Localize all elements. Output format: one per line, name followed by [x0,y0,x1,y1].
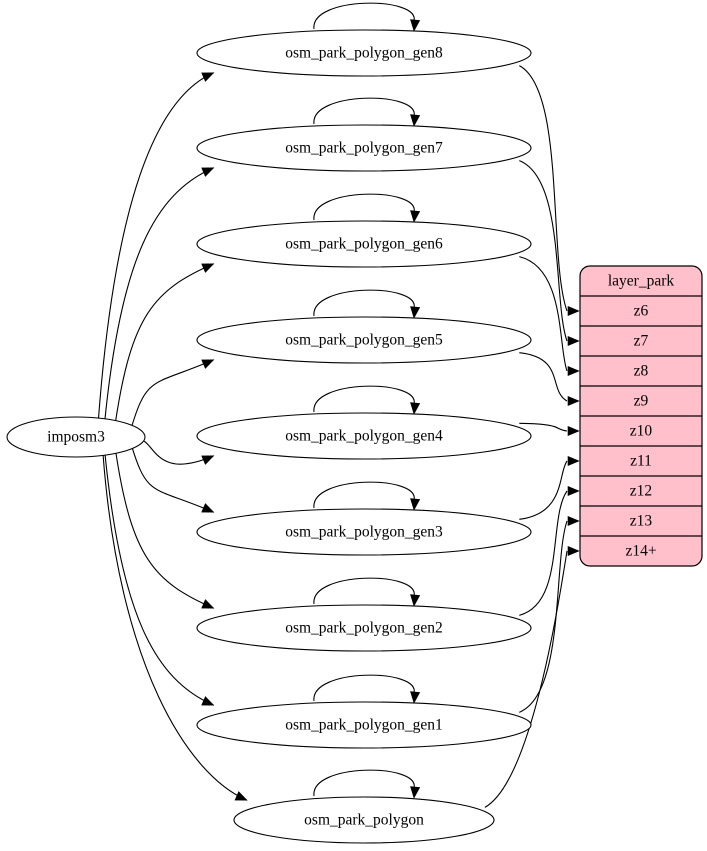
edge-osm_park_polygon_gen8-to-z6 [519,65,568,312]
self-loop-edge-osm_park_polygon [313,769,415,797]
edge-arrowhead [567,545,580,557]
node-label-osm_park_polygon_gen2: osm_park_polygon_gen2 [285,620,443,637]
node-osm_park_polygon_gen4[interactable]: osm_park_polygon_gen4 [196,412,532,460]
edge-arrowhead [567,455,580,467]
self-loop-edge-osm_park_polygon_gen5 [313,289,415,317]
edge-arrowhead [567,515,580,527]
node-ellipse-osm_park_polygon_gen1 [196,701,532,749]
record-row-z7[interactable]: z7 [634,333,649,350]
self-loop-arrowhead [410,210,421,223]
node-label-osm_park_polygon_gen5: osm_park_polygon_gen5 [285,332,443,349]
edge-imposm3-to-osm_park_polygon_gen5 [130,359,214,428]
nodes-layer: imposm3 osm_park_polygon_gen8 osm_park_pol… [6,29,532,844]
node-ellipse-osm_park_polygon_gen5 [196,316,532,364]
record-row-z14+[interactable]: z14+ [625,543,656,560]
record-node-layer-park[interactable]: layer_park z6 z7 z8 z9 z10 z11 z12 z13 z14+ [579,265,703,567]
edge-arrowhead [567,335,580,347]
edge-imposm3-to-osm_park_polygon_gen1 [104,454,214,706]
edge-osm_park_polygon_gen5-to-z9 [519,352,568,402]
record-header-label: layer_park [608,273,675,290]
edge-arrowhead [201,455,215,465]
self-loop-edge-osm_park_polygon_gen8 [313,2,415,30]
self-loop-arrowhead [410,498,421,511]
node-osm_park_polygon_gen5[interactable]: osm_park_polygon_gen5 [196,316,532,364]
self-loop-arrowhead [410,114,421,127]
edge-osm_park_polygon_gen3-to-z11 [519,460,568,520]
edge-arrowhead [567,395,580,407]
node-ellipse-osm_park_polygon_gen7 [196,124,532,172]
edge-osm_park_polygon_gen2-to-z12 [519,490,568,616]
edge-arrowhead [567,365,580,377]
node-ellipse-osm_park_polygon_gen8 [196,29,532,77]
edge-osm_park_polygon-to-z14+ [484,550,568,808]
self-loop-edge-osm_park_polygon_gen3 [313,481,415,509]
self-loop-edge-osm_park_polygon_gen4 [313,385,415,413]
self-loop-arrowhead [410,691,421,704]
edge-imposm3-to-osm_park_polygon_gen6 [114,263,214,423]
self-loop-arrowhead [410,786,421,799]
self-loop-arrowhead [410,19,421,32]
node-ellipse-osm_park_polygon_gen6 [196,220,532,268]
self-loop-arrowhead [410,402,421,415]
edge-arrowhead [201,263,215,273]
edge-arrowhead [567,305,580,317]
node-label-osm_park_polygon_gen1: osm_park_polygon_gen1 [285,717,443,734]
edge-arrowhead [201,359,215,369]
record-row-z13[interactable]: z13 [630,513,653,530]
edge-arrowhead [567,485,580,497]
node-ellipse-osm_park_polygon_gen4 [196,412,532,460]
record-row-z6[interactable]: z6 [634,303,649,320]
node-ellipse-osm_park_polygon_gen2 [196,604,532,652]
edge-arrowhead [201,599,215,609]
record-node-layer: layer_park z6 z7 z8 z9 z10 z11 z12 z13 z14+ [579,265,703,567]
edge-arrowhead [201,167,215,177]
edge-osm_park_polygon_gen1-to-z13 [519,520,568,713]
node-label-osm_park_polygon_gen8: osm_park_polygon_gen8 [285,45,443,62]
node-osm_park_polygon_gen3[interactable]: osm_park_polygon_gen3 [196,508,532,556]
edge-imposm3-to-osm_park_polygon_gen4 [138,439,214,465]
edge-imposm3-to-osm_park_polygon_gen7 [104,167,214,420]
node-osm_park_polygon_gen6[interactable]: osm_park_polygon_gen6 [196,220,532,268]
self-loop-edge-osm_park_polygon_gen6 [313,193,415,221]
self-loop-edge-osm_park_polygon_gen1 [313,674,415,702]
node-ellipse-osm_park_polygon [233,796,495,844]
self-loop-edge-osm_park_polygon_gen2 [313,577,415,605]
node-label-osm_park_polygon_gen4: osm_park_polygon_gen4 [285,428,443,445]
node-label-osm_park_polygon_gen3: osm_park_polygon_gen3 [285,524,443,541]
edge-imposm3-to-osm_park_polygon_gen3 [131,446,214,513]
node-osm_park_polygon_gen8[interactable]: osm_park_polygon_gen8 [196,29,532,77]
edge-arrowhead [201,72,215,82]
record-row-z11[interactable]: z11 [630,453,652,470]
edge-osm_park_polygon_gen7-to-z7 [519,160,568,342]
node-label-imposm3: imposm3 [47,429,105,446]
node-osm_park_polygon_gen2[interactable]: osm_park_polygon_gen2 [196,604,532,652]
record-row-z9[interactable]: z9 [634,393,649,410]
edge-arrowhead [201,503,215,513]
node-imposm3[interactable]: imposm3 [6,416,146,458]
edges-layer [97,2,580,808]
self-loop-arrowhead [410,306,421,319]
edge-osm_park_polygon_gen6-to-z8 [519,256,568,372]
self-loop-edge-osm_park_polygon_gen7 [313,97,415,125]
edge-imposm3-to-osm_park_polygon [102,454,248,801]
node-ellipse-osm_park_polygon_gen3 [196,508,532,556]
edge-osm_park_polygon_gen4-to-z10 [519,422,568,432]
node-label-osm_park_polygon_gen7: osm_park_polygon_gen7 [285,140,443,157]
edge-imposm3-to-osm_park_polygon_gen8 [97,72,214,420]
edge-arrowhead [201,696,215,706]
node-osm_park_polygon_gen7[interactable]: osm_park_polygon_gen7 [196,124,532,172]
edge-arrowhead [567,425,580,437]
node-osm_park_polygon_gen1[interactable]: osm_park_polygon_gen1 [196,701,532,749]
record-row-z12[interactable]: z12 [630,483,652,500]
record-row-z8[interactable]: z8 [634,363,649,380]
node-label-osm_park_polygon_gen6: osm_park_polygon_gen6 [285,236,443,253]
self-loop-arrowhead [410,594,421,607]
node-osm_park_polygon[interactable]: osm_park_polygon [233,796,495,844]
edge-arrowhead [234,791,248,801]
node-ellipse-imposm3 [6,416,146,458]
edge-imposm3-to-osm_park_polygon_gen2 [115,451,214,609]
node-label-osm_park_polygon: osm_park_polygon [304,812,424,829]
record-row-z10[interactable]: z10 [630,423,653,440]
